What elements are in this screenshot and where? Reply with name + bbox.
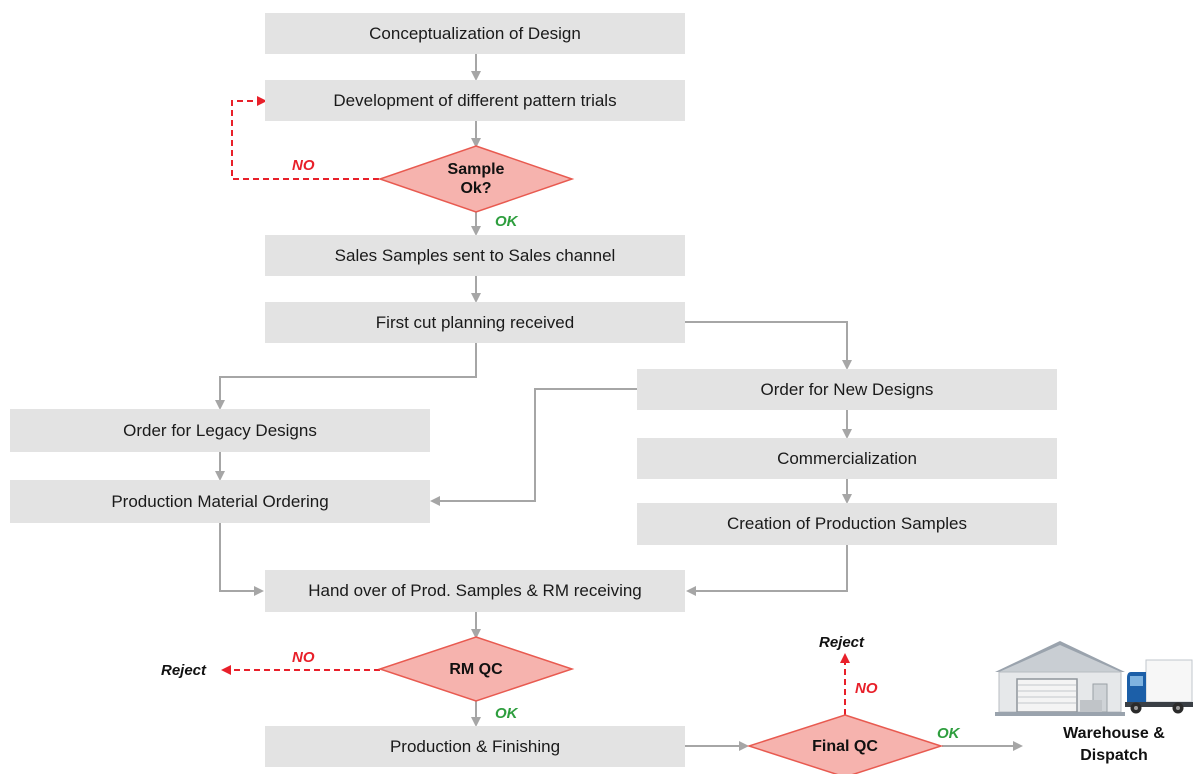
connector-new-to-material: [430, 388, 637, 506]
step-handover-rm-receiving: Hand over of Prod. Samples & RM receivin…: [265, 570, 685, 612]
rm-qc-diamond: [377, 636, 575, 702]
connector-first-cut-to-legacy: [215, 343, 477, 410]
step-first-cut-planning: First cut planning received: [265, 302, 685, 343]
step-order-new-designs: Order for New Designs: [637, 369, 1057, 410]
final-qc-diamond: [746, 714, 944, 774]
sample-ok-diamond: [377, 145, 575, 213]
step-sales-samples: Sales Samples sent to Sales channel: [265, 235, 685, 276]
step-production-material-ordering: Production Material Ordering: [10, 480, 430, 523]
truck-icon: [1125, 659, 1193, 714]
rm-qc-no-label: NO: [292, 649, 315, 666]
sample-ok-no-label: NO: [292, 157, 315, 174]
step-production-samples: Creation of Production Samples: [637, 503, 1057, 545]
final-qc-ok-label: OK: [937, 725, 960, 742]
sample-ok-ok-label: OK: [495, 213, 518, 230]
warehouse-icon: [995, 641, 1125, 716]
sample-ok-label-line1: Sample: [447, 161, 505, 178]
step-production-finishing: Production & Finishing: [265, 726, 685, 767]
sample-ok-label: Sample Ok?: [416, 160, 536, 198]
rm-qc-reject-label: Reject: [161, 662, 207, 679]
step-pattern-trials: Development of different pattern trials: [265, 80, 685, 121]
connector-material-to-handover: [219, 523, 264, 596]
rm-qc-ok-label: OK: [495, 705, 518, 722]
warehouse-dispatch-label: Warehouse & Dispatch: [1044, 723, 1184, 767]
step-order-legacy-designs: Order for Legacy Designs: [10, 409, 430, 452]
final-qc-reject-label: Reject: [819, 634, 865, 651]
connector-first-cut-to-new: [685, 321, 852, 370]
final-qc-no-label: NO: [855, 680, 878, 697]
connector-prod-samples-to-handover: [686, 545, 848, 596]
warehouse-dispatch-line1: Warehouse &: [1063, 725, 1165, 742]
final-qc-label: Final QC: [812, 738, 878, 755]
step-commercialization: Commercialization: [637, 438, 1057, 479]
connector-sample-ok-no-loop: [231, 96, 379, 180]
step-conceptualization: Conceptualization of Design: [265, 13, 685, 54]
sample-ok-label-line2: Ok?: [460, 180, 492, 197]
rm-qc-label: RM QC: [449, 661, 503, 678]
warehouse-dispatch-line2: Dispatch: [1080, 747, 1148, 764]
